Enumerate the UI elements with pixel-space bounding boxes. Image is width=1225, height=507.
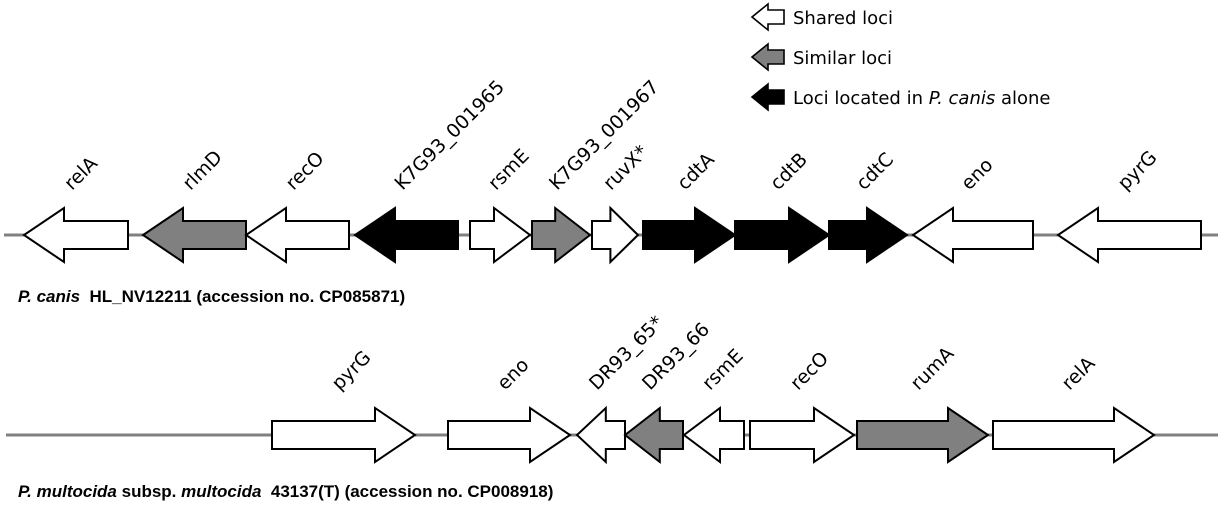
gene-label: cdtC (852, 148, 898, 194)
species-name: P. multocida (18, 482, 117, 501)
subsp-text: subsp. (116, 482, 182, 501)
gene-reco: recO (244, 148, 350, 264)
gene-cdtb: cdtB (734, 149, 831, 264)
gene-label: eno (493, 354, 534, 395)
gene-rela: relA (992, 353, 1156, 464)
gene-arrow-shared (447, 406, 572, 464)
gene-arrow-shared (992, 406, 1156, 464)
gene-arrow-unique (734, 206, 831, 264)
gene-arrow-shared (244, 206, 350, 264)
gene-eno: eno (447, 354, 572, 464)
gene-arrow-shared (575, 405, 626, 465)
gene-eno: eno (911, 154, 1034, 264)
gene-arrow-unique (353, 206, 459, 264)
strain-accession: 43137(T) (accession no. CP008918) (261, 482, 554, 501)
gene-arrow-shared (271, 406, 417, 464)
gene-cdta: cdtA (642, 149, 737, 264)
gene-label: cdtA (673, 149, 719, 195)
gene-reco: recO (749, 348, 856, 464)
gene-label: relA (1057, 353, 1099, 395)
gene-label: cdtB (766, 149, 812, 195)
subspecies-name: multocida (181, 482, 262, 501)
gene-arrow-shared (911, 206, 1034, 264)
legend-text: alone (995, 88, 1050, 109)
gene-arrow-unique (828, 206, 909, 264)
gene-label: relA (60, 153, 102, 195)
gene-pyrg: pyrG (1056, 147, 1202, 264)
gene-cdtc: cdtC (828, 148, 909, 264)
legend-item-unique: Loci located in P. canis alone (750, 82, 1051, 112)
legend-label: Loci located in P. canis alone (793, 88, 1051, 109)
gene-arrow-shared (469, 206, 532, 264)
legend-item-shared: Shared loci (750, 2, 893, 32)
gene-ruma: rumA (856, 343, 990, 464)
gene-arrow-shared (749, 406, 856, 464)
track-caption-p-canis: P. canis HL_NV12211 (accession no. CP085… (18, 287, 405, 307)
legend-label: Shared loci (793, 8, 893, 29)
gene-label: recO (281, 148, 328, 195)
gene-arrow-similar (856, 406, 990, 464)
gene-arrow-shared (22, 206, 129, 264)
gene-label: recO (786, 348, 833, 395)
gene-rela: relA (22, 153, 129, 264)
gene-arrow-shared (591, 205, 640, 265)
legend-text: Loci located in (793, 88, 929, 109)
track-caption-p-multocida: P. multocida subsp. multocida 43137(T) (… (18, 482, 553, 502)
legend-arrow-shared-icon (750, 2, 785, 32)
gene-label: pyrG (1113, 147, 1161, 195)
legend-label: Similar loci (793, 48, 892, 69)
species-name: P. canis (18, 287, 81, 306)
gene-label: rumA (906, 343, 958, 395)
gene-arrow-similar (531, 205, 592, 265)
gene-arrow-similar (623, 405, 684, 465)
gene-arrow-similar (141, 206, 247, 264)
gene-arrow-shared (682, 406, 745, 464)
gene-label: rsmE (484, 145, 534, 195)
gene-label: rlmD (178, 146, 226, 194)
gene-arrow-shared (1056, 206, 1202, 264)
gene-label: eno (957, 154, 998, 195)
legend-item-similar: Similar loci (750, 42, 892, 72)
gene-label: ruvX* (599, 141, 652, 194)
gene-pyrg: pyrG (271, 347, 417, 464)
gene-rsme: rsmE (469, 145, 534, 264)
strain-accession: HL_NV12211 (accession no. CP085871) (80, 287, 406, 306)
gene-arrow-unique (642, 206, 737, 264)
legend-species: P. canis (929, 88, 996, 109)
gene-rsme: rsmE (682, 345, 748, 464)
gene-rlmd: rlmD (141, 146, 247, 264)
gene-label: pyrG (327, 347, 375, 395)
gene-label: rsmE (698, 345, 748, 395)
legend-arrow-unique-icon (750, 82, 785, 112)
legend-arrow-similar-icon (750, 42, 785, 72)
